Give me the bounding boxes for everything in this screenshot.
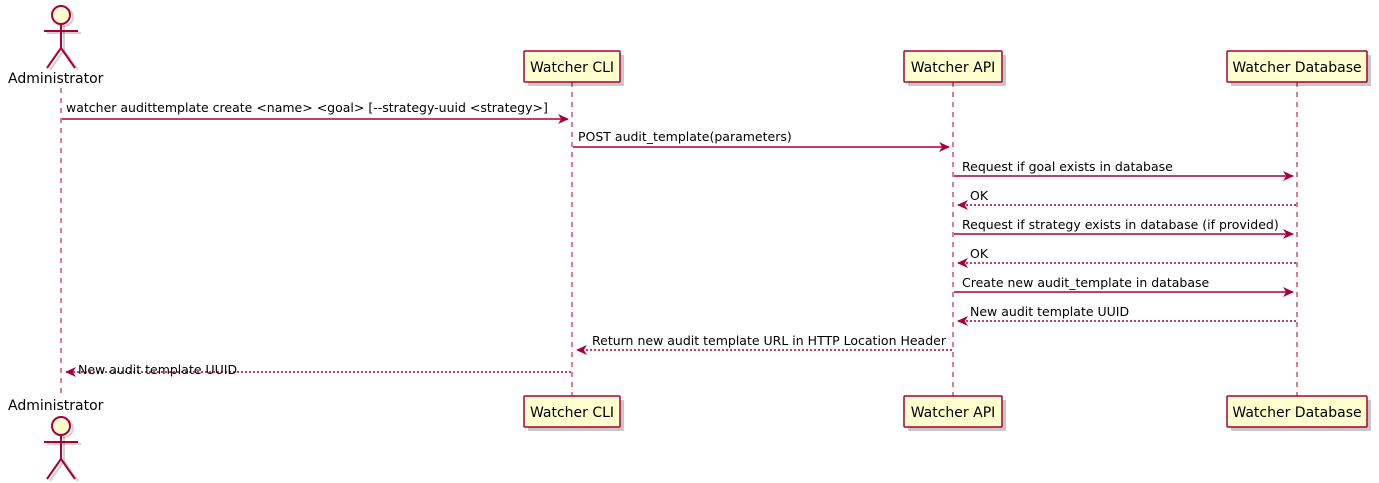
- message-8[interactable]: New audit template UUID: [957, 304, 1296, 326]
- participant-box: [1226, 50, 1368, 83]
- participant-box: [523, 50, 621, 83]
- message-label: POST audit_template(parameters): [578, 129, 792, 144]
- participant-box: [903, 395, 1003, 428]
- message-4[interactable]: OK: [957, 188, 1296, 210]
- message-label: New audit template UUID: [970, 304, 1129, 319]
- participant-box: [523, 395, 621, 428]
- actor-label-administrator-bottom: Administrator: [8, 398, 104, 414]
- message-label: watcher audittemplate create <name> <goa…: [66, 100, 548, 115]
- actor-head-icon: [51, 5, 71, 25]
- actor-leg-left-icon: [46, 458, 62, 480]
- messages: watcher audittemplate create <name> <goa…: [62, 100, 1296, 377]
- message-5[interactable]: Request if strategy exists in database (…: [954, 217, 1294, 239]
- message-7[interactable]: Create new audit_template in database: [954, 275, 1294, 297]
- actor-label-administrator-top: Administrator: [8, 71, 104, 87]
- participant-label-watcher-cli: Watcher CLI: [530, 405, 614, 421]
- participant-label-watcher-cli: Watcher CLI: [530, 60, 614, 76]
- message-label: New audit template UUID: [78, 362, 237, 377]
- message-label: Return new audit template URL in HTTP Lo…: [592, 333, 947, 348]
- message-label: OK: [970, 188, 989, 203]
- message-2[interactable]: POST audit_template(parameters): [573, 129, 950, 152]
- actor-head-icon: [51, 416, 71, 436]
- message-label: Request if goal exists in database: [962, 159, 1173, 174]
- message-1[interactable]: watcher audittemplate create <name> <goa…: [62, 100, 569, 124]
- participant-box: [903, 50, 1003, 83]
- lifelines: [60, 82, 1298, 396]
- participant-label-watcher-database: Watcher Database: [1232, 60, 1361, 76]
- participant-footer-watcher-database[interactable]: Watcher Database: [1226, 395, 1371, 431]
- participant-label-watcher-database: Watcher Database: [1232, 405, 1361, 421]
- participant-header-watcher-api[interactable]: Watcher API: [903, 50, 1006, 86]
- message-label: Create new audit_template in database: [962, 275, 1209, 290]
- participant-header-watcher-database[interactable]: Watcher Database: [1226, 50, 1371, 86]
- message-9[interactable]: Return new audit template URL in HTTP Lo…: [576, 333, 952, 355]
- participant-box: [1226, 395, 1368, 428]
- message-10[interactable]: New audit template UUID: [65, 362, 571, 377]
- message-6[interactable]: OK: [957, 246, 1296, 268]
- participant-header-watcher-cli[interactable]: Watcher CLI: [523, 50, 624, 86]
- actor-administrator-bottom[interactable]: Administrator: [8, 398, 104, 482]
- participant-label-watcher-api: Watcher API: [911, 60, 996, 76]
- actor-leg-right-icon: [60, 458, 76, 480]
- actor-leg-left-icon: [46, 47, 62, 69]
- actor-administrator-top[interactable]: Administrator: [8, 5, 104, 87]
- actor-leg-right-icon: [60, 47, 76, 69]
- participant-footer-watcher-api[interactable]: Watcher API: [903, 395, 1006, 431]
- message-3[interactable]: Request if goal exists in database: [954, 159, 1294, 181]
- participant-label-watcher-api: Watcher API: [911, 405, 996, 421]
- message-label: Request if strategy exists in database (…: [962, 217, 1279, 232]
- message-label: OK: [970, 246, 989, 261]
- participant-footer-watcher-cli[interactable]: Watcher CLI: [523, 395, 624, 431]
